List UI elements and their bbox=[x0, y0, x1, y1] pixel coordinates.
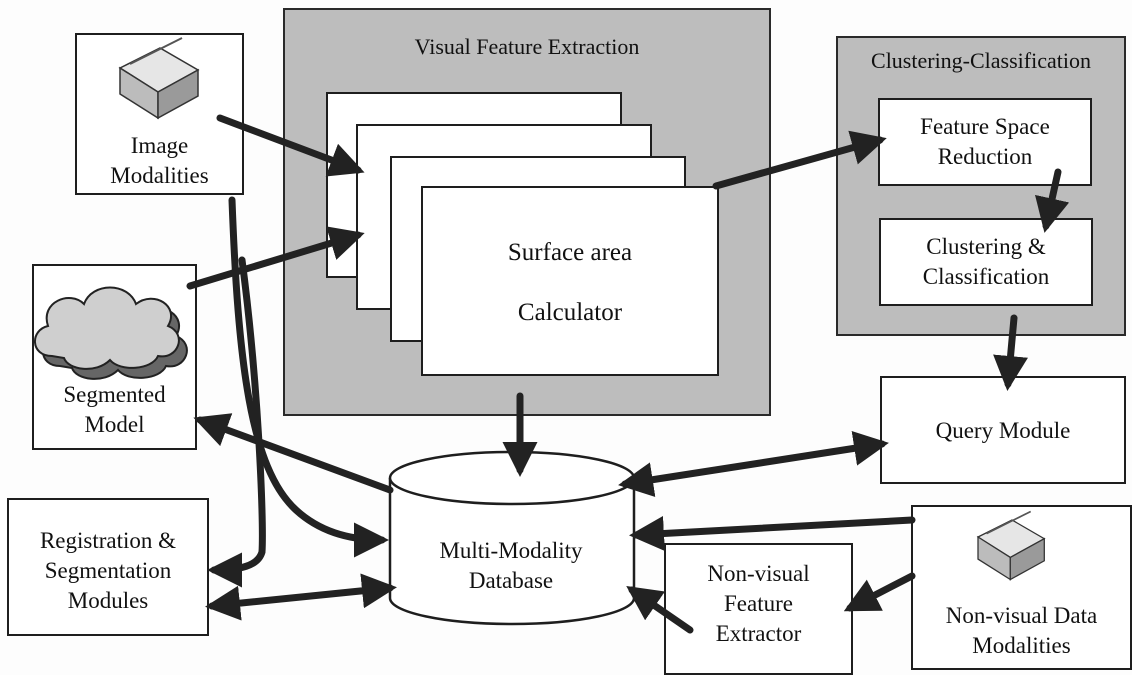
arrow-database-to-segmented bbox=[193, 413, 394, 494]
query-module-box: Query Module bbox=[880, 376, 1126, 484]
surface-area-calculator-label: Surface area Calculator bbox=[507, 239, 633, 326]
segmented-model-box: Segmented Model bbox=[32, 264, 197, 450]
registration-segmentation-box: Registration & Segmentation Modules bbox=[7, 498, 209, 636]
clustering-classification-label: Clustering & Classification bbox=[922, 234, 1050, 289]
nonvisual-data-modalities-label: Non-visual Data Modalities bbox=[945, 603, 1098, 658]
query-module-label: Query Module bbox=[935, 418, 1071, 443]
arrow-nonvisual-data-to-extractor bbox=[843, 572, 916, 612]
arrow-query-database bbox=[618, 431, 889, 497]
surface-area-calculator-box: Surface area Calculator bbox=[421, 186, 719, 376]
image-modalities-box: Image Modalities bbox=[75, 33, 244, 195]
segmented-model-label: Segmented Model bbox=[63, 382, 166, 437]
arrow-image-to-registration bbox=[207, 256, 266, 588]
nonvisual-feature-extractor-box: Non-visual Feature Extractor bbox=[664, 543, 853, 675]
image-modalities-label: Image Modalities bbox=[110, 133, 209, 188]
clustering-panel-title: Clustering-Classification bbox=[871, 48, 1091, 73]
database-label: Multi-Modality Database bbox=[439, 538, 583, 593]
feature-space-reduction-box: Feature Space Reduction bbox=[878, 98, 1092, 186]
clustering-classification-box: Clustering & Classification bbox=[879, 218, 1093, 306]
nonvisual-feature-extractor-label: Non-visual Feature Extractor bbox=[707, 561, 810, 646]
registration-segmentation-label: Registration & Segmentation Modules bbox=[39, 528, 177, 613]
arrow-nonvisual-data-to-database bbox=[629, 516, 916, 551]
feature-space-reduction-label: Feature Space Reduction bbox=[920, 114, 1050, 169]
nonvisual-data-modalities-box: Non-visual Data Modalities bbox=[911, 505, 1132, 670]
visual-panel-title: Visual Feature Extraction bbox=[414, 34, 640, 59]
arrow-registration-database bbox=[205, 573, 397, 621]
